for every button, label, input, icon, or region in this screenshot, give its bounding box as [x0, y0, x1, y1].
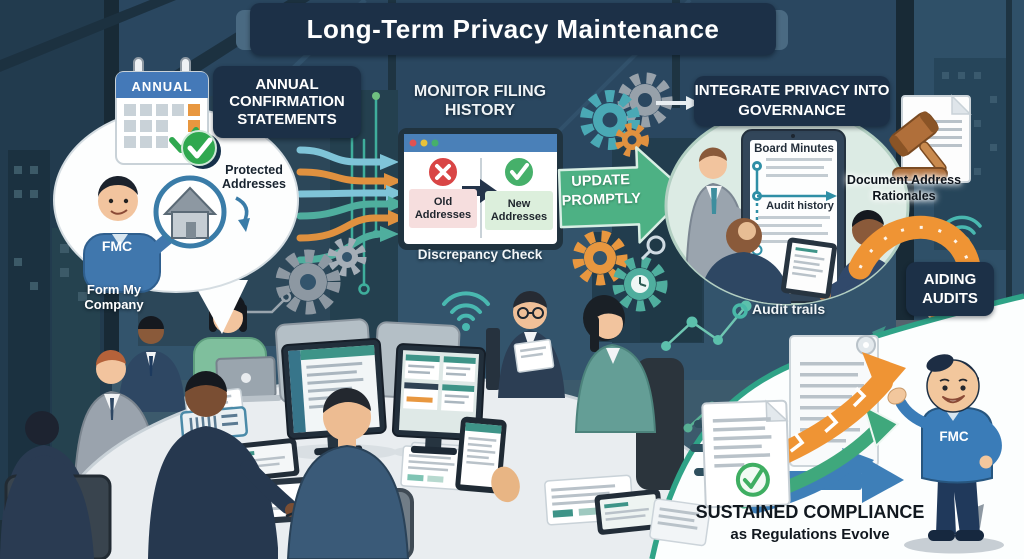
- board-minutes-text: Board Minutes: [754, 143, 834, 155]
- gavel-document: [889, 94, 972, 183]
- governance-group: [664, 106, 910, 306]
- aiding-audits-badge: AIDING AUDITS: [906, 262, 994, 316]
- wifi-icon: [442, 291, 490, 331]
- person-teal-jacket: [574, 295, 684, 490]
- monitor-filing-heading: MONITOR FILING HISTORY: [395, 80, 565, 122]
- sustained-compliance-subtitle: as Regulations Evolve: [690, 524, 930, 544]
- magnifier-icon: [640, 235, 666, 261]
- network-nodes-icon: [661, 300, 752, 351]
- update-promptly-text: UPDATE PROMPTLY: [561, 171, 642, 210]
- monitor-filing-text: MONITOR FILING HISTORY: [413, 82, 547, 120]
- mascot-fmc-text: FMC: [939, 428, 969, 444]
- gear-icon: [580, 72, 673, 157]
- aiding-audits-text: AIDING AUDITS: [922, 271, 978, 307]
- data-flow-arrows-icon: [296, 146, 406, 264]
- new-addresses-text: New Addresses: [490, 197, 548, 223]
- page-title-text: Long-Term Privacy Maintenance: [306, 13, 720, 44]
- sustained-compliance-title: SUSTAINED COMPLIANCE: [690, 501, 930, 523]
- person-glasses: [498, 291, 565, 398]
- document-rationales-caption: Document Address Rationales: [836, 170, 972, 206]
- gear-clock-icon: [572, 230, 668, 312]
- browser-dot-red: [409, 139, 417, 147]
- arrow-right-icon: [656, 96, 700, 110]
- audit-trails-text: Audit trails: [752, 301, 826, 317]
- update-promptly-label: UPDATE PROMPTLY: [557, 169, 644, 214]
- person-writing: [148, 371, 309, 559]
- person-navy-suit: [118, 316, 185, 412]
- person-center-back: [286, 387, 414, 559]
- mascot-fmc-label: FMC: [934, 428, 974, 444]
- calendar-header-label: ANNUAL: [118, 77, 206, 96]
- annual-confirmation-badge: ANNUAL CONFIRMATION STATEMENTS: [213, 66, 361, 138]
- discrepancy-check-caption: Discrepancy Check: [398, 245, 562, 263]
- tablet-in-hand: [455, 416, 520, 503]
- update-promptly-arrow: [557, 146, 690, 244]
- tablet-icon: [594, 489, 664, 535]
- sustained-compliance-subtext: as Regulations Evolve: [730, 525, 890, 543]
- form-my-company-text: Form My Company: [84, 281, 144, 313]
- discrepancy-check-text: Discrepancy Check: [417, 246, 543, 262]
- check-circle-icon: [735, 462, 770, 497]
- fmc-shirt-label: FMC: [96, 238, 138, 254]
- sustained-compliance-text: SUSTAINED COMPLIANCE: [695, 501, 925, 522]
- annual-confirmation-label: ANNUAL CONFIRMATION STATEMENTS: [229, 75, 345, 128]
- fmc-shirt-text: FMC: [101, 238, 133, 254]
- page-title: Long-Term Privacy Maintenance: [250, 3, 776, 55]
- house-icon: [153, 175, 227, 249]
- audit-trails-bullet: [732, 303, 748, 319]
- compliance-blob: [649, 293, 1024, 559]
- audit-history-text: Audit history: [766, 199, 834, 212]
- document-rationales-text: Document Address Rationales: [846, 173, 962, 203]
- browser-dot-yellow: [420, 139, 428, 147]
- protected-addresses-label: Protected Addresses: [212, 161, 296, 193]
- audit-trails-label: Audit trails: [752, 301, 842, 321]
- person-back-left: [0, 411, 112, 559]
- browser-dot-green: [431, 139, 439, 147]
- old-addresses-text: Old Addresses: [414, 195, 472, 221]
- fmc-mascot: [887, 354, 1004, 554]
- governance-badge-text: INTEGRATE PRIVACY INTO GOVERNANCE: [694, 82, 890, 119]
- document-icon: [649, 498, 711, 547]
- new-addresses-label: New Addresses: [485, 191, 553, 230]
- protected-addresses-text: Protected Addresses: [222, 162, 286, 192]
- monitor-dashboard: [391, 343, 487, 455]
- curved-arrow-icon: [235, 196, 250, 232]
- form-my-company-caption: Form My Company: [66, 280, 162, 314]
- calendar-header-text: ANNUAL: [131, 79, 193, 94]
- old-addresses-label: Old Addresses: [409, 189, 477, 228]
- gear-icon: [275, 237, 367, 315]
- check-circle-icon: [503, 156, 535, 188]
- board-minutes-label: Board Minutes: [750, 141, 838, 157]
- audit-history-label: Audit history: [760, 198, 840, 213]
- check-circle-icon: [181, 130, 221, 169]
- compliance-document: [701, 399, 791, 509]
- monitor-edge: [486, 328, 500, 390]
- governance-badge: INTEGRATE PRIVACY INTO GOVERNANCE: [694, 76, 890, 126]
